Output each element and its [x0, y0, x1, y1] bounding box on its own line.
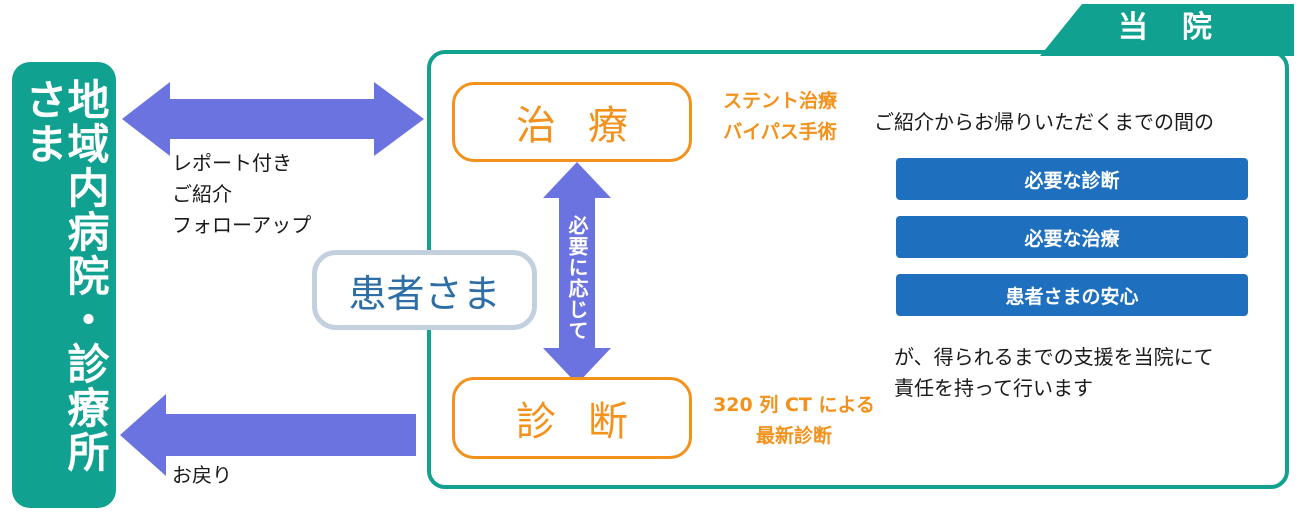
right-panel-intro: ご紹介からお帰りいただくまでの間の — [874, 110, 1214, 134]
treatment-note-line-1: ステント治療 — [722, 90, 837, 112]
treatment-note-line-2: バイパス手術 — [723, 121, 837, 143]
diagnosis-note-line-1: 320 列 CT による — [713, 394, 875, 416]
bidirectional-arrow — [122, 82, 424, 156]
return-label: お戻り — [172, 463, 232, 487]
diagnosis-note-line-2: 最新診断 — [755, 425, 832, 447]
outro-line-1: が、得られるまでの支援を当院にて — [894, 345, 1214, 369]
return-arrow — [120, 394, 416, 476]
right-panel-outro: が、得られるまでの支援を当院にて 責任を持って行います — [894, 342, 1274, 404]
diagnosis-note: 320 列 CT による 最新診断 — [700, 390, 888, 452]
item-diagnosis: 必要な診断 — [896, 158, 1248, 200]
outro-line-2: 責任を持って行います — [894, 376, 1093, 400]
vertical-double-arrow — [543, 162, 611, 384]
treatment-note: ステント治療 バイパス手術 — [710, 86, 850, 148]
item-treatment: 必要な治療 — [896, 216, 1248, 258]
label-followup: フォローアップ — [172, 213, 312, 237]
label-report: レポート付き — [172, 151, 292, 175]
referring-institutions-bar: 地域内病院・診療所さま — [12, 62, 116, 508]
patient-box: 患者さま — [312, 250, 537, 330]
diagnosis-box: 診断 — [452, 377, 692, 459]
referral-labels: レポート付き ご紹介 フォローアップ — [172, 148, 311, 241]
hospital-title-tab — [1040, 4, 1294, 56]
treatment-box: 治療 — [452, 82, 692, 162]
as-needed-label: 必要に応じて — [565, 215, 589, 341]
hospital-title: 当院 — [1118, 10, 1246, 45]
item-reassurance: 患者さまの安心 — [896, 274, 1248, 316]
label-referral: ご紹介 — [172, 182, 232, 206]
referring-institutions-label: 地域内病院・診療所さま — [19, 78, 110, 474]
